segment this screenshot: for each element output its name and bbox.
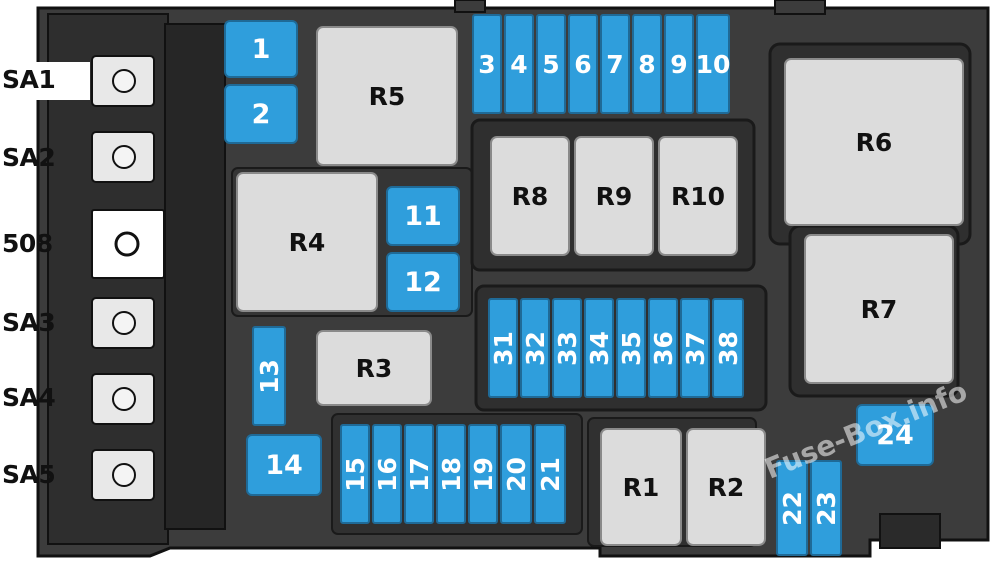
fuse-33: 33 bbox=[552, 298, 582, 398]
fuse-13: 13 bbox=[252, 326, 286, 426]
fuse-14: 14 bbox=[246, 434, 322, 496]
fuse-9: 9 bbox=[664, 14, 694, 114]
fuse-8: 8 bbox=[632, 14, 662, 114]
fuse-23: 23 bbox=[810, 460, 842, 556]
fuse-35: 35 bbox=[616, 298, 646, 398]
terminal-label-sa5: SA5 bbox=[2, 460, 56, 489]
relay-r9: R9 bbox=[574, 136, 654, 256]
fuse-21: 21 bbox=[534, 424, 566, 524]
terminal-label-sa1: SA1 bbox=[2, 65, 56, 94]
fuse-6: 6 bbox=[568, 14, 598, 114]
fuse-4: 4 bbox=[504, 14, 534, 114]
fuse-38: 38 bbox=[712, 298, 744, 398]
relay-r2: R2 bbox=[686, 428, 766, 546]
terminal-label-sa2: SA2 bbox=[2, 143, 56, 172]
relay-r4: R4 bbox=[236, 172, 378, 312]
relay-r6: R6 bbox=[784, 58, 964, 226]
fuse-12: 12 bbox=[386, 252, 460, 312]
relay-r5: R5 bbox=[316, 26, 458, 166]
relay-r7: R7 bbox=[804, 234, 954, 384]
fuse-11: 11 bbox=[386, 186, 460, 246]
fuse-22: 22 bbox=[776, 460, 808, 556]
fuse-36: 36 bbox=[648, 298, 678, 398]
fuse-16: 16 bbox=[372, 424, 402, 524]
fuse-32: 32 bbox=[520, 298, 550, 398]
fuse-20: 20 bbox=[500, 424, 532, 524]
terminal-label-sa3: SA3 bbox=[2, 308, 56, 337]
fuse-2: 2 bbox=[224, 84, 298, 144]
fuse-5: 5 bbox=[536, 14, 566, 114]
fuse-18: 18 bbox=[436, 424, 466, 524]
fuse-24: 24 bbox=[856, 404, 934, 466]
relay-r8: R8 bbox=[490, 136, 570, 256]
fuse-37: 37 bbox=[680, 298, 710, 398]
fuse-34: 34 bbox=[584, 298, 614, 398]
fuse-10: 10 bbox=[696, 14, 730, 114]
fuse-3: 3 bbox=[472, 14, 502, 114]
relay-r10: R10 bbox=[658, 136, 738, 256]
fuse-17: 17 bbox=[404, 424, 434, 524]
fuse-1: 1 bbox=[224, 20, 298, 78]
relay-r1: R1 bbox=[600, 428, 682, 546]
terminal-label-sa4: SA4 bbox=[2, 383, 56, 412]
terminal-studs bbox=[91, 55, 165, 501]
fuse-15: 15 bbox=[340, 424, 370, 524]
relay-r3: R3 bbox=[316, 330, 432, 406]
terminal-label-508: 508 bbox=[2, 229, 53, 258]
fuse-31: 31 bbox=[488, 298, 518, 398]
fuse-19: 19 bbox=[468, 424, 498, 524]
fuse-7: 7 bbox=[600, 14, 630, 114]
